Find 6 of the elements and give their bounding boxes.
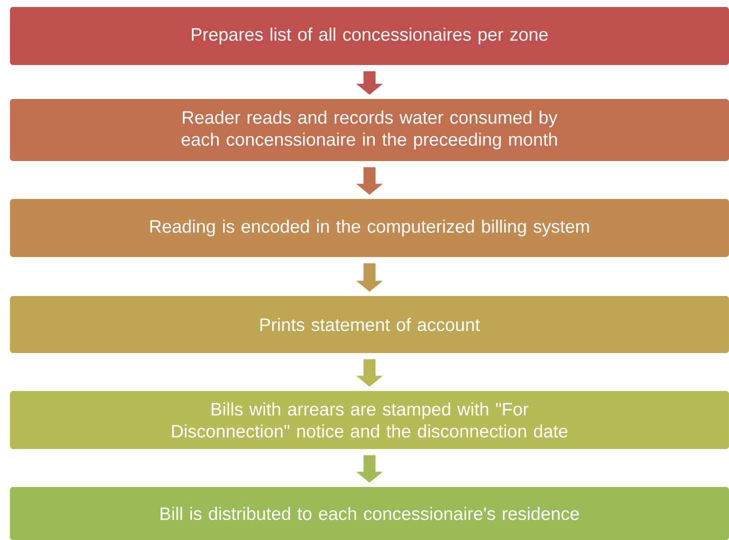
process-box: Reader reads and records water consumed by each concenssionaire in the preceeding month bbox=[10, 99, 729, 161]
process-box: Prepares list of all concessionaires per zone bbox=[10, 7, 729, 65]
process-box: Bills with arrears are stamped with "For Disconnection" notice and the disconnection date bbox=[10, 391, 729, 449]
process-box: Prints statement of account bbox=[10, 296, 729, 353]
process-box: Bill is distributed to each concessionaire's residence bbox=[10, 487, 729, 540]
process-box: Reading is encoded in the computerized billing system bbox=[10, 199, 729, 257]
